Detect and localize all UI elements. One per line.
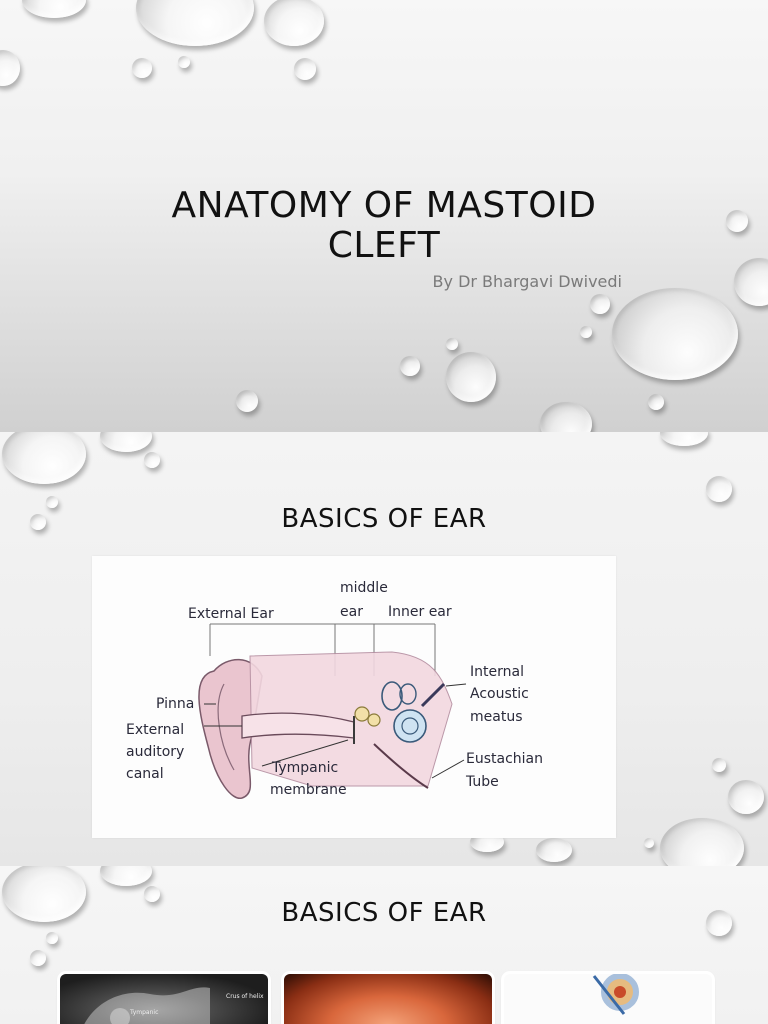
water-drop-decoration [132,58,152,78]
water-drop-decoration [612,288,738,380]
section-divider-lines [209,623,436,676]
label-middle-ear-line-2: ear [340,604,363,620]
slide-title-line-2: CLEFT [327,225,441,266]
label-eustachian-tube-2: Tube [465,774,499,790]
ct-scan-graphic: Crus of helix Tympanic [84,987,264,1024]
label-eustachian-tube-1: Eustachian [466,751,543,767]
label-external-auditory-canal-1: External [126,722,184,738]
semicircular-canal-shape [399,683,417,705]
label-inner-ear: Inner ear [388,604,452,620]
label-external-auditory-canal-2: auditory [126,744,184,760]
title-slide: ANATOMY OF MASTOID CLEFT By Dr Bhargavi … [0,0,768,432]
water-drop-decoration [2,432,86,484]
water-drop-decoration [706,910,732,936]
water-drop-decoration [590,294,610,314]
slide-title: ANATOMY OF MASTOID CLEFT [0,186,768,266]
ear-anatomy-diagram: External Ear middle ear Inner ear Intern… [92,556,616,838]
slide-heading: BASICS OF EAR [281,898,487,928]
water-drop-decoration [178,56,190,68]
label-tympanic-membrane-2: membrane [270,782,347,798]
ct-label-tympanic: Tympanic [129,1009,158,1016]
label-external-ear: External Ear [188,606,274,622]
water-drop-decoration [100,866,152,886]
water-drop-decoration [264,0,324,46]
ct-label-crus-of-helix: Crus of helix [226,993,264,1000]
label-tympanic-membrane-1: Tympanic [271,760,338,776]
water-drop-decoration [660,432,708,446]
water-drop-decoration [144,886,160,902]
water-drop-decoration [712,758,726,772]
water-drop-decoration [2,866,86,922]
water-drop-decoration [446,352,496,402]
eustachian-tube-shape [373,743,429,789]
label-internal-acoustic-2: Acoustic [470,686,529,702]
water-drop-decoration [46,932,58,944]
ct-scan-thumbnail: Crus of helix Tympanic [60,974,268,1024]
water-drop-decoration [46,496,58,508]
water-drop-decoration [726,210,748,232]
water-drop-decoration [644,838,654,848]
otoscope-thumbnail [284,974,492,1024]
label-leader-lines [204,683,467,779]
label-middle-ear-line-1: middle [340,580,388,596]
head-tissue-shape [249,651,453,787]
water-drop-decoration [236,390,258,412]
inner-ear-illustration-thumbnail [504,974,712,1024]
label-internal-acoustic-3: meatus [470,709,523,725]
slide-heading: BASICS OF EAR [281,504,487,534]
ear-diagram-svg: External Ear middle ear Inner ear Intern… [126,580,543,799]
basics-of-ear-slide-1: BASICS OF EAR [0,432,768,866]
basics-of-ear-slide-2: BASICS OF EAR Crus of helix Tympanic [0,866,768,1024]
water-drop-decoration [540,402,592,432]
water-drop-decoration [648,394,664,410]
cochlea-shape [393,709,427,743]
water-drop-decoration [100,432,152,452]
inner-ear-graphic [592,974,639,1015]
water-drop-decoration [30,950,46,966]
slide-title-line-1: ANATOMY OF MASTOID [171,185,597,226]
water-drop-decoration [0,50,20,86]
label-internal-acoustic-1: Internal [470,664,524,680]
water-drop-decoration [446,338,458,350]
semicircular-canal-shape [381,681,403,711]
acoustic-nerve-shape [420,682,446,708]
water-drop-decoration [400,356,420,376]
water-drop-decoration [144,452,160,468]
water-drop-decoration [660,818,744,866]
ossicle-shape [354,706,370,722]
water-drop-decoration [734,258,768,306]
water-drop-decoration [728,780,764,814]
ossicle-shape [367,713,381,727]
water-drop-decoration [294,58,316,80]
water-drop-decoration [536,838,572,862]
water-drop-decoration [22,0,86,18]
label-external-auditory-canal-3: canal [126,766,164,782]
water-drop-decoration [30,514,46,530]
water-drop-decoration [706,476,732,502]
label-pinna: Pinna [156,696,194,712]
cochlea-inner-shape [401,717,419,735]
slide-subtitle: By Dr Bhargavi Dwivedi [432,272,622,291]
water-drop-decoration [580,326,592,338]
